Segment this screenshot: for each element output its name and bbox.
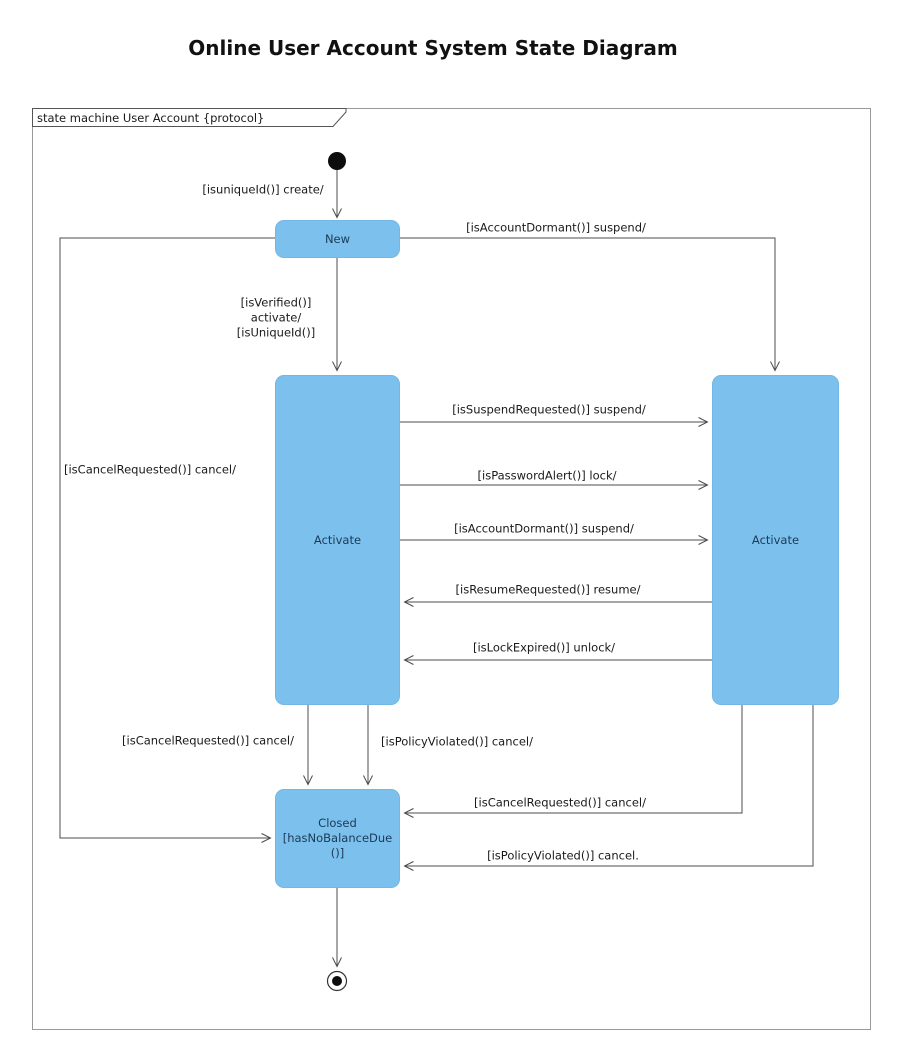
label-policy-violated-right: [isPolicyViolated()] cancel.: [487, 848, 639, 863]
state-closed-label: Closed [hasNoBalanceDue ()]: [283, 816, 393, 861]
label-lock-expired: [isLockExpired()] unlock/: [472, 640, 616, 655]
label-verified-line2: activate/: [250, 310, 302, 325]
state-new: New: [275, 220, 400, 258]
state-activate-left-label: Activate: [313, 532, 362, 547]
label-password-alert: [isPasswordAlert()] lock/: [477, 468, 617, 483]
label-suspend-requested: [isSuspendRequested()] suspend/: [452, 402, 646, 417]
state-activate-right: Activate: [712, 375, 839, 705]
frame-border: [32, 108, 871, 1030]
label-verified-line1: [isVerified()]: [240, 295, 312, 310]
state-closed: Closed [hasNoBalanceDue ()]: [275, 789, 400, 888]
edge-new-to-activate-right: [400, 237, 780, 372]
state-activate-right-label: Activate: [751, 532, 800, 547]
label-policy-violated-bottom: [isPolicyViolated()] cancel/: [381, 734, 533, 749]
label-create: [isuniqueId()] create/: [202, 182, 324, 197]
label-verified-line3: [isUniqueId()]: [236, 325, 316, 340]
final-state-icon: [326, 970, 348, 992]
label-account-dormant: [isAccountDormant()] suspend/: [454, 521, 634, 536]
edge-cancel-from-new: [59, 237, 275, 843]
label-cancel-from-right: [isCancelRequested()] cancel/: [474, 795, 646, 810]
state-closed-line1: Closed: [318, 816, 357, 830]
label-cancel-left-bottom: [isCancelRequested()] cancel/: [122, 733, 294, 748]
state-closed-line2: [hasNoBalanceDue: [282, 831, 393, 845]
label-cancel-from-new: [isCancelRequested()] cancel/: [64, 462, 236, 477]
frame-tab-shape: [32, 108, 347, 127]
edge-policy-violated-right: [403, 705, 814, 871]
diagram-title: Online User Account System State Diagram: [188, 36, 678, 60]
label-verified-activate: [isVerified()] activate/ [isUniqueId()]: [237, 296, 315, 341]
state-new-label: New: [324, 231, 351, 246]
edge-cancel-from-right: [403, 705, 743, 818]
initial-state-icon: [328, 152, 346, 170]
label-resume-requested: [isResumeRequested()] resume/: [455, 582, 641, 597]
label-dormant-from-new: [isAccountDormant()] suspend/: [466, 220, 646, 235]
state-activate-left: Activate: [275, 375, 400, 705]
state-closed-line3: ()]: [330, 846, 345, 860]
frame-tab-label: state machine User Account {protocol}: [37, 111, 265, 125]
